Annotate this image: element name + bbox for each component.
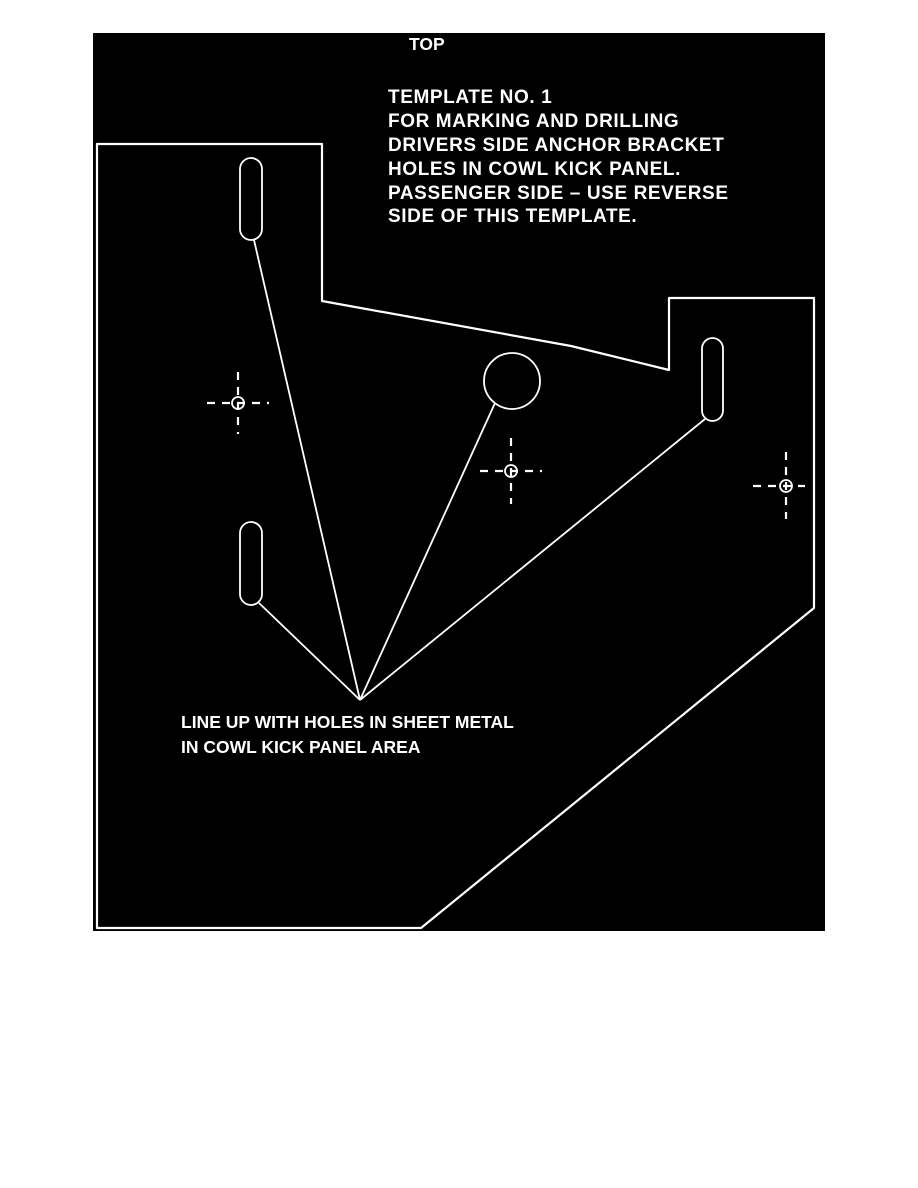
leader-lines (253, 239, 706, 701)
crosshair-mark-center (480, 438, 542, 504)
note-line: IN COWL KICK PANEL AREA (181, 737, 421, 757)
leader-line-round-hole (359, 402, 496, 701)
leader-line-upper-slot (253, 239, 361, 701)
slot-hole-lower-left (239, 521, 263, 606)
title-line: TEMPLATE NO. 1 (388, 87, 552, 108)
round-hole (483, 352, 541, 410)
title-line: FOR MARKING AND DRILLING (388, 111, 679, 132)
alignment-note: LINE UP WITH HOLES IN SHEET METAL IN COW… (181, 712, 514, 757)
crosshair-mark-right (753, 452, 805, 519)
template-outline (95, 142, 816, 930)
leader-line-right-slot (359, 418, 706, 701)
title-line: HOLES IN COWL KICK PANEL. (388, 159, 681, 180)
slot-hole-right (701, 337, 724, 422)
title-line: DRIVERS SIDE ANCHOR BRACKET (388, 135, 724, 156)
crosshair-mark-left (207, 372, 269, 434)
slot-hole-upper-left (239, 157, 263, 241)
title-line: PASSENGER SIDE – USE REVERSE (388, 183, 729, 204)
title-line: SIDE OF THIS TEMPLATE. (388, 206, 637, 227)
template-diagram: TOP TEMPLATE NO. 1 FOR MARKING AND DRILL… (93, 33, 825, 931)
note-line: LINE UP WITH HOLES IN SHEET METAL (181, 712, 514, 732)
leader-line-lower-slot (258, 602, 361, 701)
template-title: TEMPLATE NO. 1 FOR MARKING AND DRILLING … (388, 87, 729, 227)
top-label: TOP (409, 34, 445, 54)
